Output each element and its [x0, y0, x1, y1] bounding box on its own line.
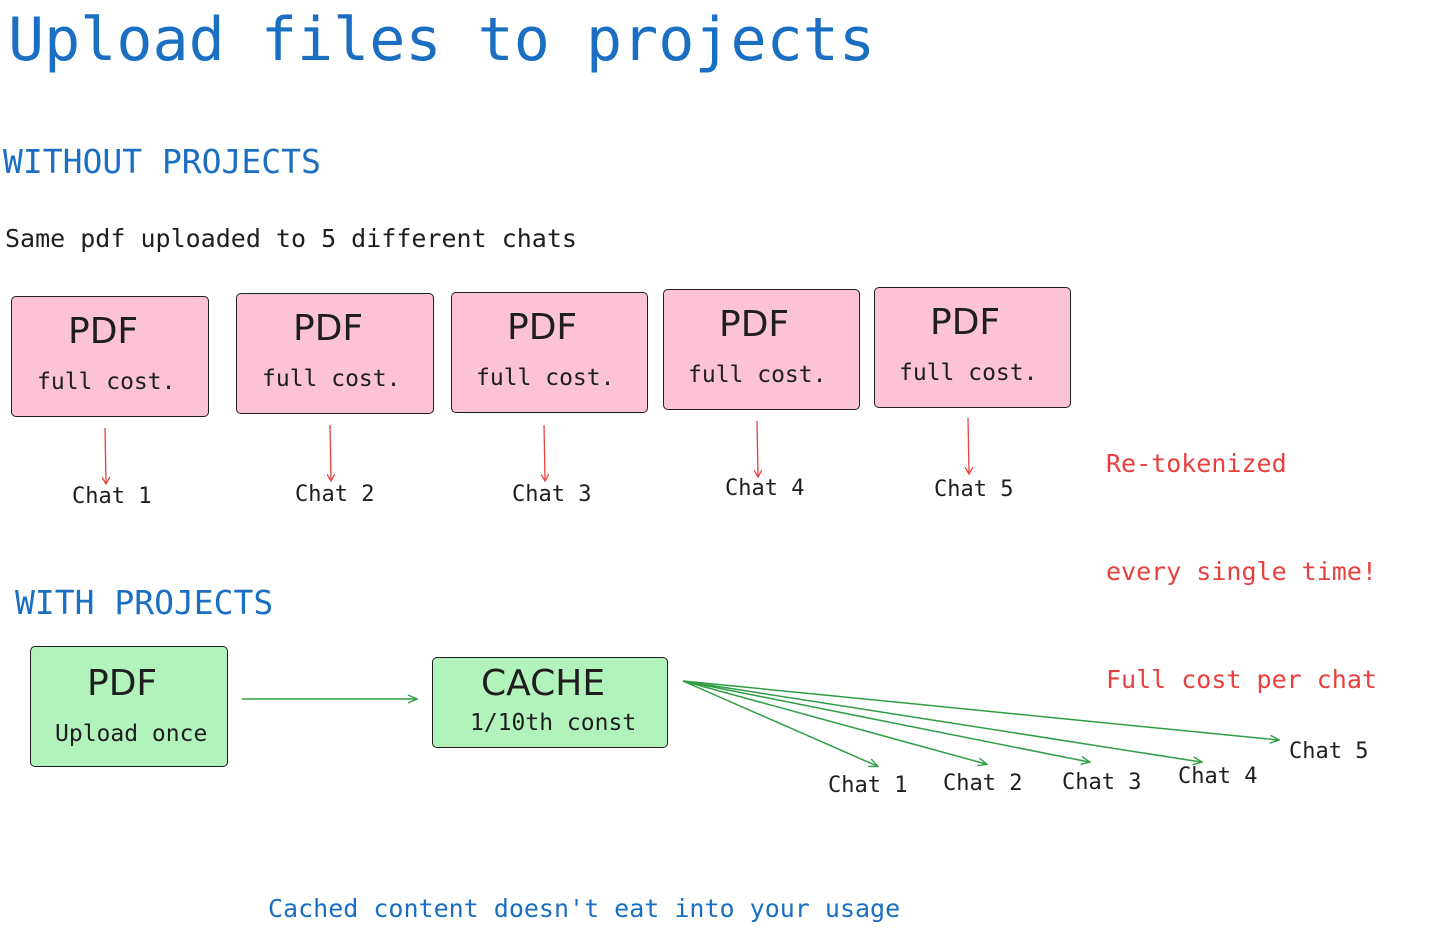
- red-arrow-3: [544, 424, 545, 480]
- cached-content-footer: Cached content doesn't eat into your usa…: [268, 894, 901, 923]
- red-arrow-5: [968, 417, 969, 473]
- without-projects-description: Same pdf uploaded to 5 different chats: [5, 224, 577, 253]
- pdf-box-5: PDF full cost.: [874, 287, 1071, 408]
- chat-label-5: Chat 5: [934, 477, 1014, 502]
- project-chat-label-3: Chat 3: [1062, 770, 1142, 795]
- red-arrow-1: [105, 427, 106, 483]
- cache-cost-label: 1/10th const: [470, 710, 637, 736]
- pdf-label: PDF: [719, 304, 790, 345]
- full-cost-label: full cost.: [37, 369, 176, 395]
- green-arrow-chat-1: [682, 680, 877, 766]
- note-line: Re-tokenized: [1106, 449, 1287, 478]
- chat-label-3: Chat 3: [512, 482, 592, 507]
- note-line: Full cost per chat: [1106, 665, 1377, 694]
- pdf-box-3: PDF full cost.: [451, 292, 648, 413]
- green-arrow-chat-3: [682, 680, 1089, 762]
- project-chat-label-4: Chat 4: [1178, 764, 1258, 789]
- upload-once-label: Upload once: [55, 721, 208, 747]
- red-arrow-4: [757, 420, 758, 476]
- pdf-label: PDF: [87, 663, 158, 704]
- retokenized-note: Re-tokenized every single time! Full cos…: [1106, 374, 1377, 734]
- page-title: Upload files to projects: [8, 5, 875, 75]
- full-cost-label: full cost.: [688, 362, 827, 388]
- green-arrow-chat-5: [682, 680, 1278, 740]
- pdf-box-1: PDF full cost.: [11, 296, 209, 417]
- pdf-label: PDF: [930, 302, 1001, 343]
- note-line: every single time!: [1106, 557, 1377, 586]
- chat-label-1: Chat 1: [72, 484, 152, 509]
- without-projects-heading: WITHOUT PROJECTS: [3, 142, 321, 181]
- chat-label-4: Chat 4: [725, 476, 805, 501]
- full-cost-label: full cost.: [262, 366, 401, 392]
- red-arrow-2: [330, 424, 331, 480]
- pdf-box-4: PDF full cost.: [663, 289, 860, 410]
- project-chat-label-2: Chat 2: [943, 771, 1023, 796]
- cache-label: CACHE: [481, 663, 606, 704]
- green-arrow-chat-4: [682, 680, 1201, 762]
- pdf-label: PDF: [68, 311, 139, 352]
- project-chat-label-1: Chat 1: [828, 773, 908, 798]
- pdf-upload-box: PDF Upload once: [30, 646, 228, 767]
- cache-box: CACHE 1/10th const: [432, 657, 668, 748]
- pdf-label: PDF: [507, 307, 578, 348]
- full-cost-label: full cost.: [899, 360, 1038, 386]
- green-arrow-chat-2: [682, 680, 986, 764]
- chat-label-2: Chat 2: [295, 482, 375, 507]
- pdf-label: PDF: [293, 308, 364, 349]
- full-cost-label: full cost.: [476, 365, 615, 391]
- project-chat-label-5: Chat 5: [1289, 739, 1369, 764]
- pdf-box-2: PDF full cost.: [236, 293, 434, 414]
- with-projects-heading: WITH PROJECTS: [15, 583, 274, 622]
